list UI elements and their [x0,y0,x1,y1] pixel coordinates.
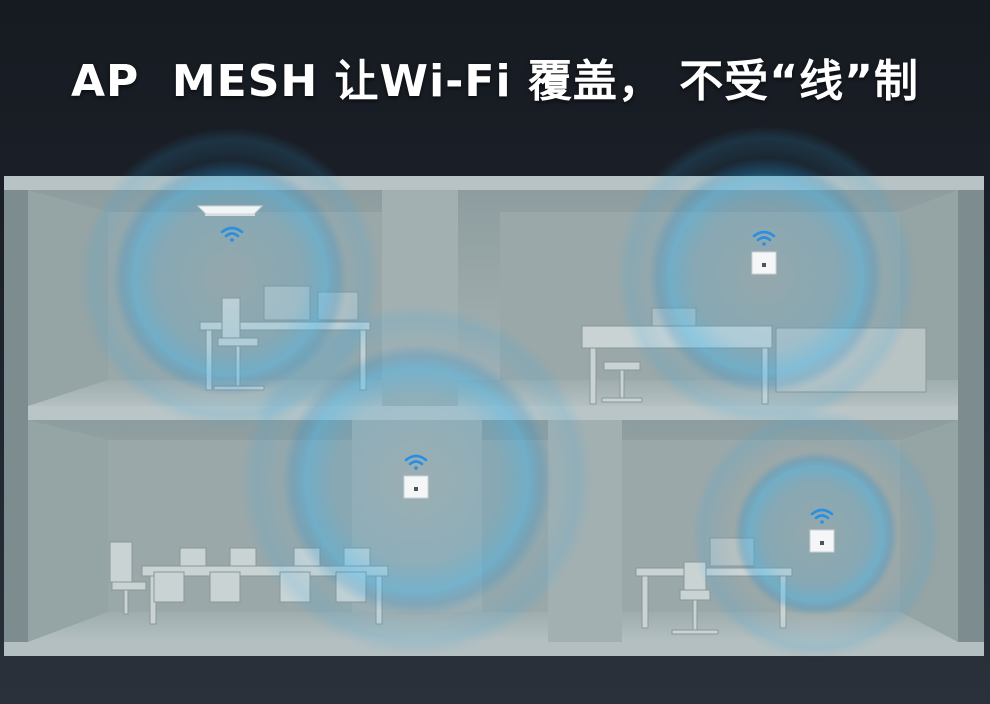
side-chair-seat [111,581,147,591]
desk-leg [641,575,649,629]
ceiling-ap-icon [196,205,264,216]
headline: AP MESH 让Wi-Fi 覆盖， 不受“线”制 [70,56,920,107]
wifi-signal-icon [810,508,834,524]
wifi-signal-icon [220,226,244,242]
chair-back [229,547,257,567]
side-chair-post [123,589,129,615]
office-chair-seat [679,589,711,601]
chair [209,571,241,603]
office-chair-base [671,629,719,635]
access-points [196,205,835,553]
wall-plate-ap-icon [751,251,777,275]
wifi-signal-icon [404,454,428,470]
office-chair-post [692,599,698,631]
stool-base [601,397,643,403]
stool-seat [603,361,641,371]
ground-slab [4,642,984,656]
desk-leg [589,347,597,405]
wall-plate-ap-icon [809,529,835,553]
wall-plate-ap-icon [403,475,429,499]
stool-post [619,369,625,401]
coverage-zone-upper-left [112,160,348,396]
side-chair [109,541,133,583]
coverage-zone-upper-right [648,158,884,394]
room-lower-left-side [28,420,108,642]
chair-back [179,547,207,567]
wifi-signal-icon [752,230,776,246]
chair [153,571,185,603]
